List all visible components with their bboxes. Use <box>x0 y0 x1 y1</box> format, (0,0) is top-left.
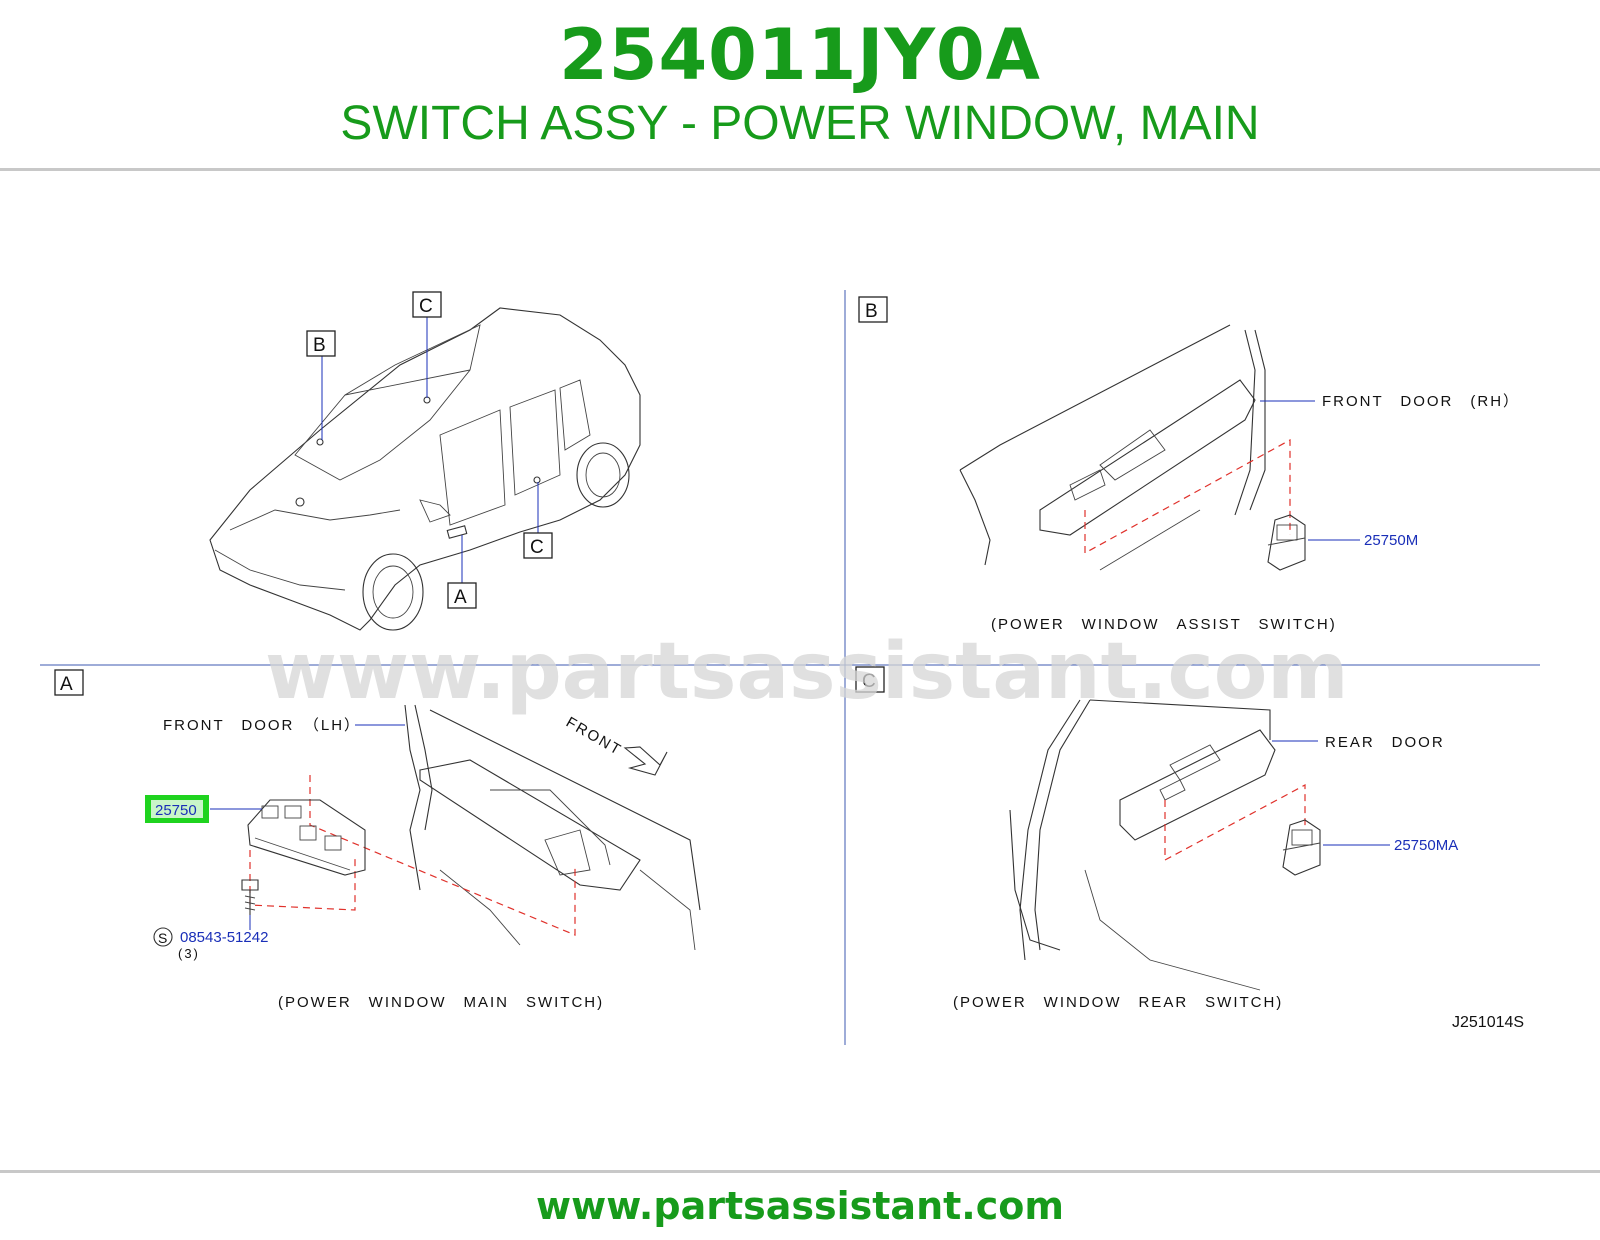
part-code-25750[interactable]: 25750 <box>155 802 197 819</box>
front-direction-indicator: FRONT <box>563 714 668 776</box>
panel-a-marker-label: A <box>60 674 73 695</box>
diagram-canvas: B C C A B <box>40 290 1540 1045</box>
dashed-guide-a-lower <box>249 850 356 911</box>
screw-symbol-circle <box>153 927 173 947</box>
panel-a: A FRONT DOOR （LH） FRONT <box>54 669 701 1011</box>
callout-a-overview: A <box>447 535 477 609</box>
main-switch-part-drawing <box>247 799 366 876</box>
rear-switch-part-drawing <box>1282 819 1321 876</box>
part-code-25750ma[interactable]: 25750MA <box>1394 837 1458 854</box>
watermark-text: www.partsassistant.com <box>265 627 1349 717</box>
door-label-front-rh: FRONT DOOR (RH） <box>1322 393 1520 410</box>
dashed-guide-c <box>1164 783 1306 862</box>
screw-symbol-label: S <box>158 930 167 946</box>
callout-c-overview-top: C <box>412 291 442 398</box>
part-code-screw[interactable]: 08543-51242 <box>180 929 268 946</box>
footer-url[interactable]: www.partsassistant.com <box>536 1184 1064 1228</box>
panel-c: C 25750MA REAR DOOR (POWER WINDOW REAR S… <box>855 666 1458 1011</box>
front-door-lh-drawing <box>404 704 701 951</box>
panel-b-marker <box>858 296 888 323</box>
callout-c-overview-rear: C <box>523 482 553 559</box>
svg-text:C: C <box>419 296 433 317</box>
page-header: 254011JY0A SWITCH ASSY - POWER WINDOW, M… <box>0 0 1600 171</box>
panel-b-marker-label: B <box>865 301 878 322</box>
caption-assist-switch: (POWER WINDOW ASSIST SWITCH) <box>991 616 1337 633</box>
part-highlight-inner <box>151 800 203 818</box>
door-label-front-lh: FRONT DOOR （LH） <box>163 717 361 734</box>
part-number: 254011JY0A <box>559 14 1041 96</box>
svg-text:A: A <box>454 587 467 608</box>
svg-text:B: B <box>313 335 326 356</box>
door-label-rear: REAR DOOR <box>1325 734 1445 751</box>
part-description: SWITCH ASSY - POWER WINDOW, MAIN <box>340 97 1260 150</box>
front-door-rh-drawing <box>959 324 1266 571</box>
caption-main-switch: (POWER WINDOW MAIN SWITCH) <box>278 994 604 1011</box>
assist-switch-part-drawing <box>1267 514 1306 571</box>
screw-drawing <box>241 879 259 915</box>
footer-divider <box>0 1170 1600 1173</box>
svg-text:FRONT: FRONT <box>563 714 625 760</box>
dashed-guide-b <box>1084 438 1291 555</box>
caption-rear-switch: (POWER WINDOW REAR SWITCH) <box>953 994 1283 1011</box>
callout-b-overview: B <box>306 330 336 440</box>
panel-c-marker-label: C <box>862 671 876 692</box>
part-code-25750m[interactable]: 25750M <box>1364 532 1418 549</box>
svg-text:C: C <box>530 537 544 558</box>
panel-b: B 25750M FRONT DOOR (RH） (POWER WINDOW A… <box>858 296 1520 633</box>
diagram-id: J251014S <box>1452 1014 1524 1031</box>
parts-diagram: B C C A B <box>0 270 1600 1070</box>
panel-a-marker <box>54 669 84 696</box>
rear-door-drawing <box>1009 699 1276 991</box>
screw-quantity: (3) <box>178 946 200 961</box>
panel-c-marker <box>855 666 885 693</box>
vehicle-overview-drawing <box>209 307 641 631</box>
